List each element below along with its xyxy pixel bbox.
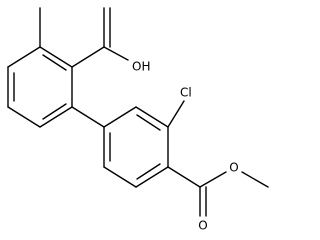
methyl-ester-group: O O bbox=[167, 161, 269, 233]
bond bbox=[103, 46, 129, 61]
ester-oxygen-label: O bbox=[229, 161, 238, 175]
bond bbox=[241, 171, 269, 188]
bond bbox=[199, 171, 227, 188]
bond bbox=[71, 46, 105, 68]
bond bbox=[39, 46, 73, 68]
double-bond-inner bbox=[42, 103, 67, 120]
carbonyl-oxygen-label: O bbox=[198, 219, 207, 233]
biaryl-bond bbox=[71, 106, 105, 128]
hydroxyl-label: OH bbox=[132, 60, 150, 74]
bond bbox=[7, 106, 41, 128]
chlorine-label: Cl bbox=[180, 86, 192, 100]
bond bbox=[167, 100, 185, 128]
carboxylic-acid-group: O OH bbox=[71, 7, 150, 74]
bond bbox=[39, 106, 73, 128]
bond bbox=[7, 46, 41, 68]
bond bbox=[167, 166, 201, 188]
bond bbox=[103, 166, 137, 188]
chemical-structure-diagram: O OH Cl O O bbox=[7, 7, 269, 233]
double-bond-inner bbox=[42, 54, 67, 71]
double-bond-inner bbox=[136, 163, 161, 180]
bond bbox=[135, 166, 169, 188]
left-benzene-ring bbox=[7, 46, 73, 128]
bond bbox=[135, 106, 169, 128]
right-benzene-ring bbox=[103, 106, 169, 188]
bond bbox=[103, 106, 137, 128]
chloro-substituent: Cl bbox=[167, 86, 192, 128]
double-bond-inner bbox=[136, 114, 161, 131]
